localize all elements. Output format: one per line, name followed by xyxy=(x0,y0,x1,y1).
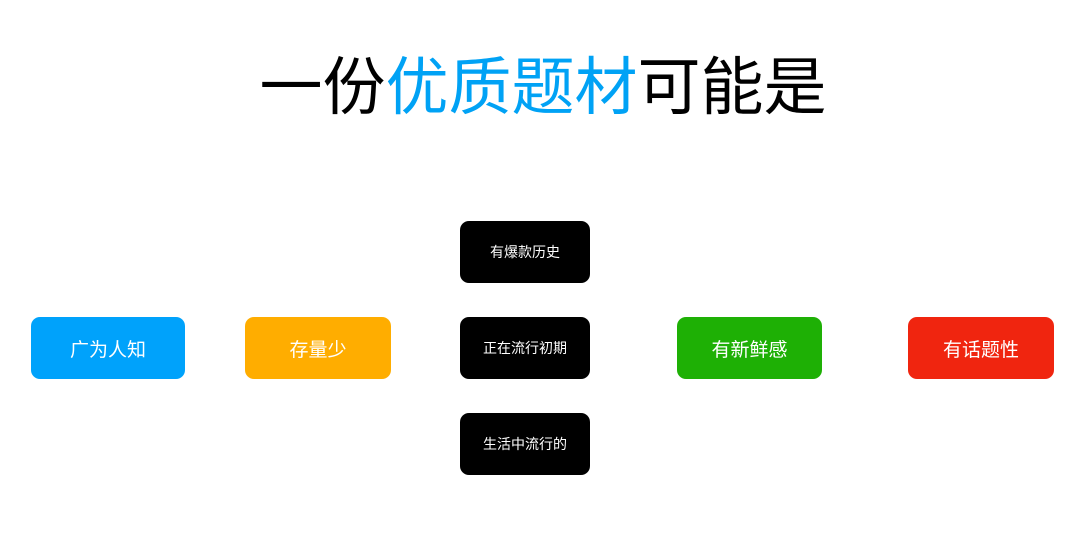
slide-title: 一份优质题材可能是 xyxy=(0,50,1080,126)
box-popular-in-life: 生活中流行的 xyxy=(460,413,590,475)
box-label: 有新鲜感 xyxy=(711,338,788,361)
box-widely-known: 广为人知 xyxy=(31,317,185,379)
box-label: 广为人知 xyxy=(69,338,146,361)
title-prefix: 一份 xyxy=(259,51,386,124)
box-novelty: 有新鲜感 xyxy=(677,317,822,379)
title-suffix: 可能是 xyxy=(637,51,827,124)
box-label: 有爆款历史 xyxy=(490,245,560,261)
box-early-trend: 正在流行初期 xyxy=(460,317,590,379)
box-low-stock: 存量少 xyxy=(245,317,391,379)
box-viral-history: 有爆款历史 xyxy=(460,221,590,283)
box-topical: 有话题性 xyxy=(908,317,1054,379)
title-highlight: 优质题材 xyxy=(385,51,638,124)
box-label: 存量少 xyxy=(289,338,347,361)
box-label: 正在流行初期 xyxy=(483,341,567,357)
box-label: 生活中流行的 xyxy=(483,437,567,453)
box-label: 有话题性 xyxy=(942,338,1019,361)
